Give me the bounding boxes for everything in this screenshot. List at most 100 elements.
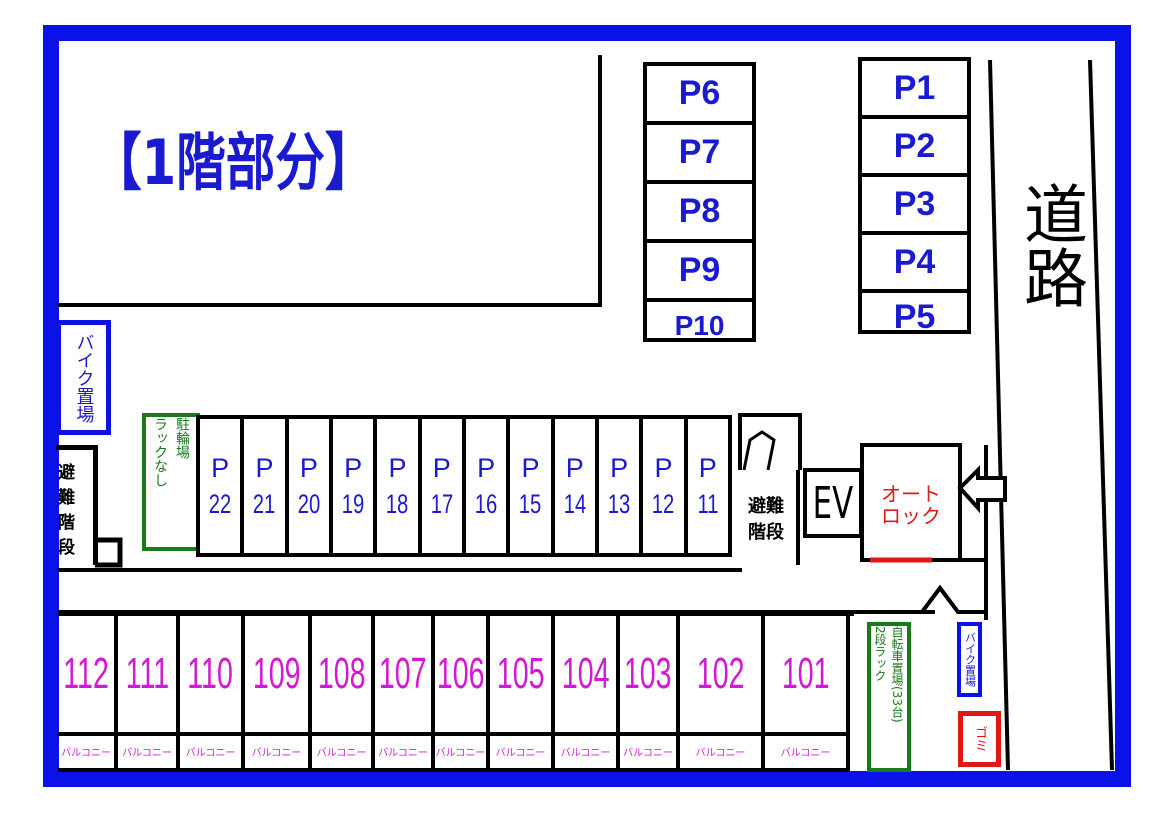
elevator-label: EV xyxy=(812,477,854,529)
unit-104: 104 バルコニー xyxy=(555,616,620,772)
unit-label: 107 xyxy=(379,648,427,698)
parking-space: P 19 xyxy=(328,419,373,553)
entrance-arrow-icon xyxy=(957,465,1007,514)
bicycle-parking-rack: 自転車置場(33台) 2段ラック xyxy=(867,622,911,772)
plan-frame xyxy=(43,25,1131,787)
unit-number: 109 xyxy=(245,616,312,732)
parking-space: P8 xyxy=(647,184,752,243)
parking-prefix: P xyxy=(654,453,673,483)
unit-number: 111 xyxy=(118,616,180,732)
unit-107: 107 バルコニー xyxy=(375,616,435,772)
parking-space: P10 xyxy=(674,310,725,341)
road-label: 道路 xyxy=(1013,181,1087,309)
parking-number: 19 xyxy=(341,489,365,519)
parking-number: 18 xyxy=(386,489,409,519)
parking-prefix: P xyxy=(698,453,717,483)
unit-number: 105 xyxy=(490,616,555,732)
elevator: EV xyxy=(803,468,863,538)
bike-parking-left: バイク置場 xyxy=(56,320,111,435)
parking-prefix: P xyxy=(388,453,407,483)
parking-number: 20 xyxy=(297,489,321,519)
parking-number: 21 xyxy=(253,489,276,519)
parking-number: 12 xyxy=(652,489,675,519)
parking-number: 15 xyxy=(519,489,542,519)
parking-space: P 22 xyxy=(196,419,240,553)
page-title: 【1階部分】 xyxy=(92,126,375,199)
parking-block-p1-p5: P1 P2 P3 P4 P5 xyxy=(858,57,971,336)
parking-number: 13 xyxy=(607,489,631,519)
unit-number: 104 xyxy=(555,616,620,732)
unit-number: 107 xyxy=(375,616,435,732)
unit-label: 110 xyxy=(187,648,234,698)
unit-112: 112 バルコニー xyxy=(58,616,118,772)
unit-label: 109 xyxy=(252,648,301,698)
parking-space: P 18 xyxy=(373,419,417,553)
balcony: バルコニー xyxy=(375,731,435,772)
unit-109: 109 バルコニー xyxy=(245,616,312,772)
balcony: バルコニー xyxy=(180,731,245,772)
parking-prefix: P xyxy=(477,453,496,483)
unit-label: 108 xyxy=(317,648,366,698)
parking-number: 11 xyxy=(697,489,719,519)
balcony: バルコニー xyxy=(680,731,765,772)
unit-number: 110 xyxy=(180,616,245,732)
unit-label: 112 xyxy=(63,648,109,698)
parking-space: P6 xyxy=(647,66,752,125)
parking-prefix: P xyxy=(344,453,363,483)
unit-number: 102 xyxy=(680,616,765,732)
balcony: バルコニー xyxy=(245,731,312,772)
parking-prefix: P xyxy=(299,453,318,483)
bicycle-note: ラックなし xyxy=(152,417,168,487)
garbage-area: ゴミ xyxy=(958,711,1001,767)
autolock-entrance[interactable]: オート ロック xyxy=(860,443,962,562)
evacuation-stairs-right: 避難階段 xyxy=(742,470,800,565)
parking-number: 16 xyxy=(474,489,498,519)
balcony: バルコニー xyxy=(118,731,180,772)
unit-label: 105 xyxy=(496,648,545,698)
unit-number: 103 xyxy=(620,616,680,732)
bike-parking-right: バイク置場 xyxy=(957,622,982,697)
parking-space: P 12 xyxy=(639,419,683,553)
bicycle-parking-no-rack: 駐輪場 ラックなし xyxy=(142,413,200,551)
parking-number: 22 xyxy=(208,489,232,519)
parking-space: P2 xyxy=(862,119,967,177)
parking-space: P3 xyxy=(862,177,967,235)
parking-space: P 16 xyxy=(461,419,506,553)
balcony: バルコニー xyxy=(58,731,118,772)
parking-prefix: P xyxy=(432,453,451,483)
unit-label: 103 xyxy=(624,648,672,698)
autolock-label: オート xyxy=(881,481,941,506)
bicycle-rack-label: 自転車置場(33台) xyxy=(890,626,904,723)
parking-block-p6-p10: P6 P7 P8 P9 P10 xyxy=(643,62,756,342)
parking-prefix: P xyxy=(565,453,584,483)
unit-number: 108 xyxy=(312,616,375,732)
autolock-label-2: ロック xyxy=(881,503,941,528)
balcony: バルコニー xyxy=(555,731,620,772)
unit-110: 110 バルコニー xyxy=(180,616,245,772)
parking-space: P1 xyxy=(862,61,967,119)
parking-prefix: P xyxy=(211,453,230,483)
parking-number: 14 xyxy=(563,489,587,519)
parking-space: P7 xyxy=(647,125,752,184)
parking-space: P 21 xyxy=(240,419,284,553)
unit-number: 101 xyxy=(765,616,850,732)
unit-label: 104 xyxy=(561,648,610,698)
bicycle-rack-note: 2段ラック xyxy=(873,626,887,682)
parking-space: P9 xyxy=(647,243,752,302)
parking-prefix: P xyxy=(255,453,274,483)
parking-prefix: P xyxy=(610,453,629,483)
evacuation-stairs-left: 避難階段 xyxy=(56,445,98,565)
unit-number: 112 xyxy=(58,616,118,732)
parking-space: P 13 xyxy=(594,419,639,553)
